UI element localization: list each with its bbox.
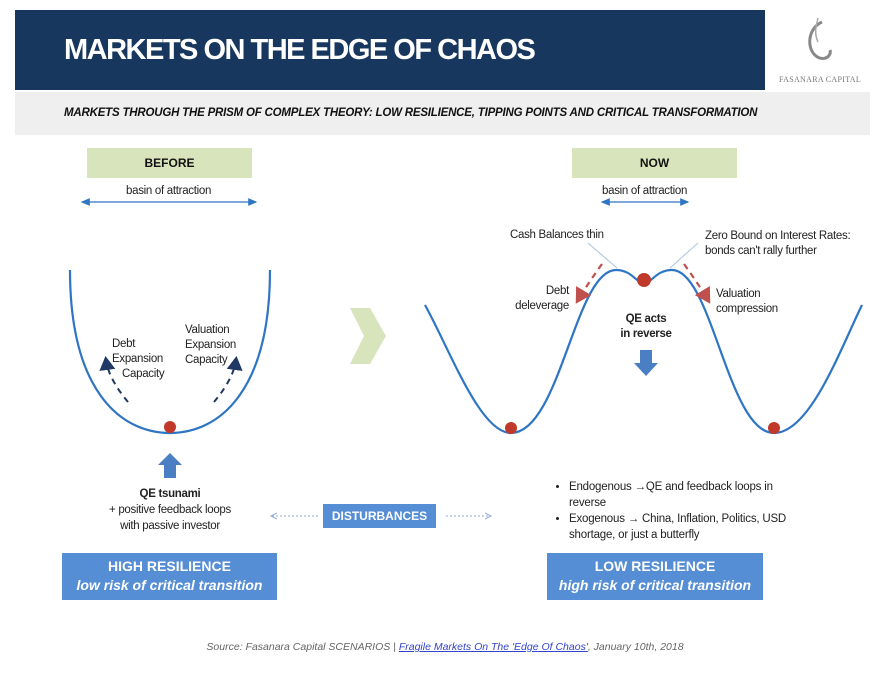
bullet-exogenous: Exogenous → China, Inflation, Politics, …: [569, 511, 790, 543]
now-basin-label: basin of attraction: [602, 185, 688, 197]
label-line: bonds can't rally further: [705, 245, 817, 257]
source-prefix: Source: Fasanara Capital SCENARIOS |: [206, 641, 399, 653]
now-ball-right: [768, 422, 780, 434]
zero-bound-label: Zero Bound on Interest Rates: bonds can'…: [705, 229, 851, 259]
page-title: MARKETS ON THE EDGE OF CHAOS: [64, 34, 536, 66]
now-ball-left: [505, 422, 517, 434]
label-line: Valuation: [185, 324, 230, 336]
qe-tsunami-title: QE tsunami: [139, 488, 201, 500]
before-tag: BEFORE: [87, 148, 252, 178]
label-line: Zero Bound on Interest Rates:: [705, 230, 851, 242]
valuation-compression-label: Valuation compression: [716, 287, 778, 317]
label-line: Expansion: [112, 353, 164, 365]
high-resilience-title: HIGH RESILIENCE: [108, 558, 231, 574]
qe-reverse-label: QE acts in reverse: [606, 312, 686, 342]
cash-leader-line: [587, 242, 618, 269]
label-line: Debt: [112, 338, 136, 350]
debt-deleverage-label: Debt deleverage: [513, 284, 569, 314]
before-ball: [164, 421, 176, 433]
label-line: Debt: [545, 285, 569, 297]
source-link[interactable]: Fragile Markets On The 'Edge Of Chaos': [398, 641, 588, 653]
subtitle: MARKETS THROUGH THE PRISM OF COMPLEX THE…: [64, 107, 758, 119]
high-resilience-box: HIGH RESILIENCE low risk of critical tra…: [62, 553, 277, 600]
cash-balances-label: Cash Balances thin: [510, 229, 604, 241]
subtitle-band: [15, 92, 870, 135]
now-tag: NOW: [572, 148, 737, 178]
valuation-expansion-label: Valuation Expansion Capacity: [185, 323, 236, 368]
label-line: deleverage: [515, 300, 569, 312]
qe-up-arrow-icon: [158, 453, 182, 478]
debt-expansion-dashes: [99, 356, 129, 403]
logo-mark-icon: [808, 17, 832, 60]
now-ball-top: [637, 273, 651, 287]
label-line: Capacity: [185, 354, 228, 366]
source-suffix: , January 10th, 2018: [587, 641, 684, 653]
debt-deleverage-arrow-icon: [575, 263, 603, 304]
qe-tsunami-text: QE tsunami + positive feedback loops wit…: [70, 486, 270, 534]
qe-down-arrow-icon: [634, 350, 658, 376]
logo-text: FASANARA CAPITAL: [778, 75, 862, 84]
zero-bound-leader-line: [669, 242, 699, 269]
label-line: in reverse: [620, 328, 672, 340]
qe-line: with passive investor: [120, 520, 220, 532]
label-line: Expansion: [185, 339, 237, 351]
high-resilience-subtitle: low risk of critical transition: [76, 577, 263, 593]
debt-expansion-label: Debt Expansion Capacity: [112, 337, 165, 382]
low-resilience-subtitle: high risk of critical transition: [558, 577, 752, 593]
valuation-expansion-dashes: [213, 356, 243, 403]
source-note: Source: Fasanara Capital SCENARIOS | Fra…: [0, 641, 890, 653]
disturbances-box: DISTURBANCES: [323, 504, 436, 528]
low-resilience-box: LOW RESILIENCE high risk of critical tra…: [547, 553, 763, 600]
label-line: QE acts: [625, 313, 667, 325]
label-line: Valuation: [716, 288, 761, 300]
valuation-compression-arrow-icon: [683, 263, 711, 304]
qe-line: + positive feedback loops: [109, 504, 231, 516]
low-resilience-title: LOW RESILIENCE: [594, 558, 716, 574]
header-bar: [15, 10, 765, 90]
label-line: compression: [716, 303, 778, 315]
before-basin-curve: [68, 269, 272, 435]
logo: FASANARA CAPITAL: [772, 14, 868, 86]
transition-chevron-icon: [350, 308, 386, 364]
before-basin-label: basin of attraction: [126, 185, 212, 197]
bullet-list: Endogenous →QE and feedback loops in rev…: [555, 479, 790, 543]
label-line: Capacity: [122, 368, 165, 380]
bullet-endogenous: Endogenous →QE and feedback loops in rev…: [569, 479, 790, 511]
